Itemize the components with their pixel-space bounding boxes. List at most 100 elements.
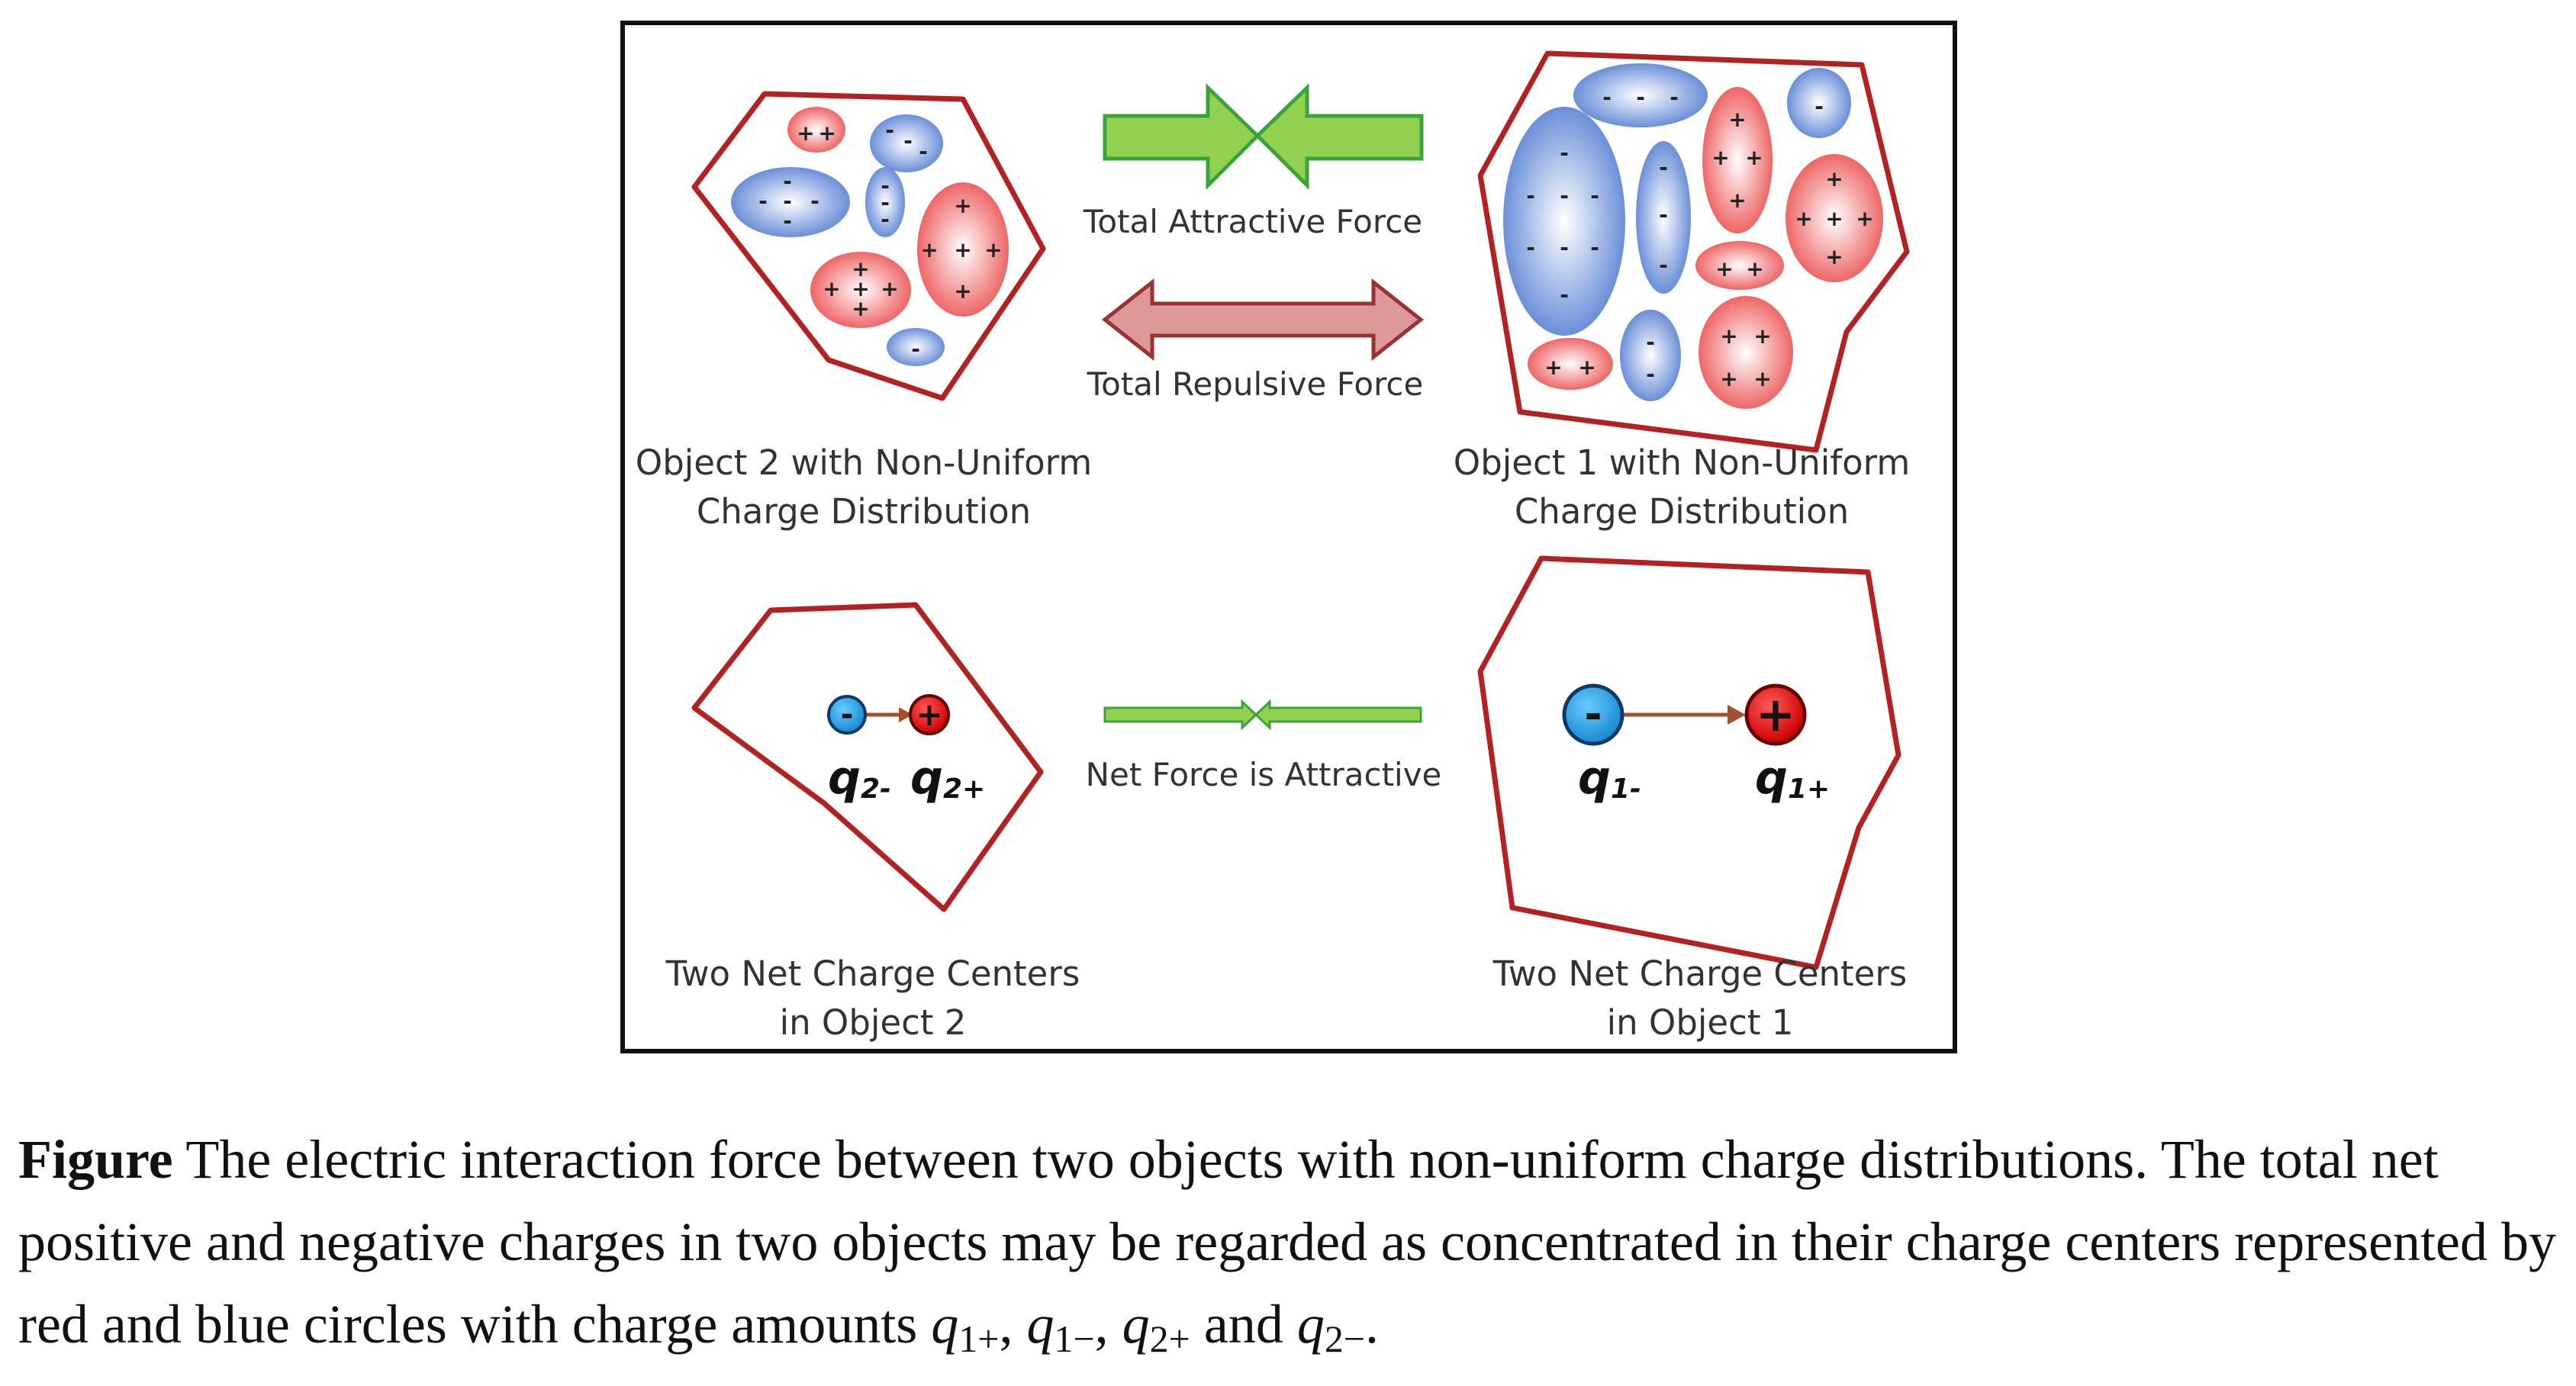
plus-sign: +	[1578, 355, 1596, 380]
negative-charge-region	[870, 114, 943, 172]
plus-sign: +	[1728, 188, 1746, 213]
negative-charge-region	[887, 328, 945, 366]
plus-sign: +	[1544, 355, 1562, 380]
object1-label-line1: Object 1 with Non-Uniform	[1453, 442, 1911, 483]
negative-charge-region	[1503, 107, 1625, 336]
centers2-label: Two Net Charge Centers in Object 2	[568, 950, 1178, 1047]
object1-label: Object 1 with Non-Uniform Charge Distrib…	[1377, 439, 1987, 536]
minus-sign: -	[1590, 235, 1599, 260]
caption-q2-minus-symbol: q	[1296, 1294, 1325, 1355]
minus-sign: -	[881, 173, 890, 198]
minus-sign: -	[1646, 362, 1655, 387]
q1-plus-symbol: q	[1755, 751, 1788, 805]
minus-sign: -	[881, 190, 890, 215]
positive-charge-region	[1695, 241, 1784, 290]
caption-sep-1: ,	[999, 1294, 1027, 1355]
q2-minus-subscript: 2-	[860, 773, 891, 805]
object2-charge-regions: ++-----------++++++++++-	[731, 107, 1009, 366]
minus-sign: -	[1526, 183, 1535, 208]
q1-plus-sign: +	[1756, 687, 1795, 742]
caption-q1-plus-symbol: q	[931, 1294, 959, 1355]
positive-charge-region	[1528, 338, 1613, 390]
caption-and: and	[1190, 1294, 1297, 1355]
figure-caption: Figure The electric interaction force be…	[18, 1118, 2559, 1380]
caption-end: .	[1365, 1294, 1380, 1355]
plus-sign: +	[823, 276, 840, 301]
plus-sign: +	[1753, 323, 1771, 349]
object1-connector-arrowhead	[1728, 705, 1746, 725]
q1-minus-label: q1-	[1578, 751, 1641, 816]
minus-sign: -	[783, 188, 792, 214]
positive-charge-region	[787, 107, 845, 153]
positive-charge-region	[1702, 87, 1773, 233]
plus-sign: +	[954, 278, 971, 304]
plus-sign: +	[1825, 166, 1843, 191]
plus-sign: +	[920, 237, 938, 262]
centers2-label-line1: Two Net Charge Centers	[665, 953, 1080, 994]
plus-sign: +	[1720, 366, 1737, 391]
q1-minus-symbol: q	[1578, 751, 1611, 805]
minus-sign: -	[1560, 235, 1569, 260]
q1-plus-circle	[1744, 683, 1807, 746]
q2-minus-label: q2-	[828, 751, 891, 816]
positive-charge-region	[1699, 296, 1793, 409]
plus-sign: +	[1856, 206, 1873, 231]
object1-label-line2: Charge Distribution	[1514, 491, 1850, 532]
plus-sign: +	[1720, 323, 1737, 349]
object2-label: Object 2 with Non-Uniform Charge Distrib…	[559, 439, 1169, 536]
plus-sign: +	[954, 193, 971, 218]
object2-connector-arrowhead	[899, 707, 913, 722]
minus-sign: -	[1590, 183, 1599, 208]
plus-sign: +	[852, 256, 869, 281]
negative-charge-region	[1620, 310, 1681, 401]
minus-sign: -	[1636, 85, 1645, 110]
minus-sign: -	[1560, 282, 1569, 307]
positive-charge-region	[1785, 154, 1883, 282]
plus-sign: +	[1795, 206, 1812, 231]
q2-plus-subscript: 2+	[942, 773, 986, 805]
plus-sign: +	[852, 276, 869, 301]
centers2-label-line2: in Object 2	[779, 1002, 967, 1043]
caption-q1-plus: q1+	[931, 1294, 999, 1360]
caption-q1-minus: q1−	[1026, 1294, 1094, 1360]
plus-sign: +	[797, 121, 814, 146]
plus-sign: +	[1715, 256, 1733, 281]
q2-minus-circle	[827, 695, 867, 735]
negative-charge-region	[1573, 63, 1708, 127]
centers1-label-line2: in Object 1	[1606, 1002, 1794, 1043]
minus-sign: -	[1670, 85, 1679, 110]
repulsive-double-arrow	[1101, 278, 1425, 362]
minus-sign: -	[881, 207, 890, 232]
plus-sign: +	[1728, 107, 1746, 132]
minus-sign: -	[1560, 183, 1569, 208]
caption-q2-minus-sub: 2−	[1324, 1317, 1366, 1360]
plus-sign: +	[1745, 145, 1763, 170]
q1-minus-sign: -	[1584, 690, 1602, 739]
plus-sign: +	[881, 276, 898, 301]
net-force-arrow-left	[1103, 699, 1258, 731]
object2-label-line2: Charge Distribution	[696, 491, 1032, 532]
minus-sign: -	[919, 139, 928, 164]
q1-minus-circle	[1562, 683, 1624, 746]
minus-sign: -	[783, 208, 792, 233]
minus-sign: -	[1602, 85, 1612, 110]
caption-lead: Figure	[18, 1129, 173, 1190]
plus-sign: +	[984, 237, 1002, 262]
attractive-arrow-left	[1103, 83, 1261, 191]
minus-sign: -	[1560, 140, 1569, 166]
positive-charge-region	[810, 252, 911, 328]
negative-charge-region	[1787, 68, 1851, 138]
caption-q1-minus-symbol: q	[1026, 1294, 1055, 1355]
minus-sign: -	[911, 336, 920, 362]
q2-minus-sign: -	[841, 697, 854, 732]
caption-text: The electric interaction force between t…	[18, 1129, 2556, 1355]
caption-q1-plus-sub: 1+	[958, 1317, 1000, 1360]
plus-sign: +	[1825, 244, 1843, 269]
total-attractive-label: Total Attractive Force	[1083, 203, 1423, 240]
net-force-arrow-right	[1254, 699, 1422, 731]
minus-sign: -	[903, 128, 913, 153]
q2-plus-label: q2+	[910, 751, 985, 816]
caption-q1-minus-sub: 1−	[1054, 1317, 1095, 1360]
plus-sign: +	[818, 121, 836, 146]
